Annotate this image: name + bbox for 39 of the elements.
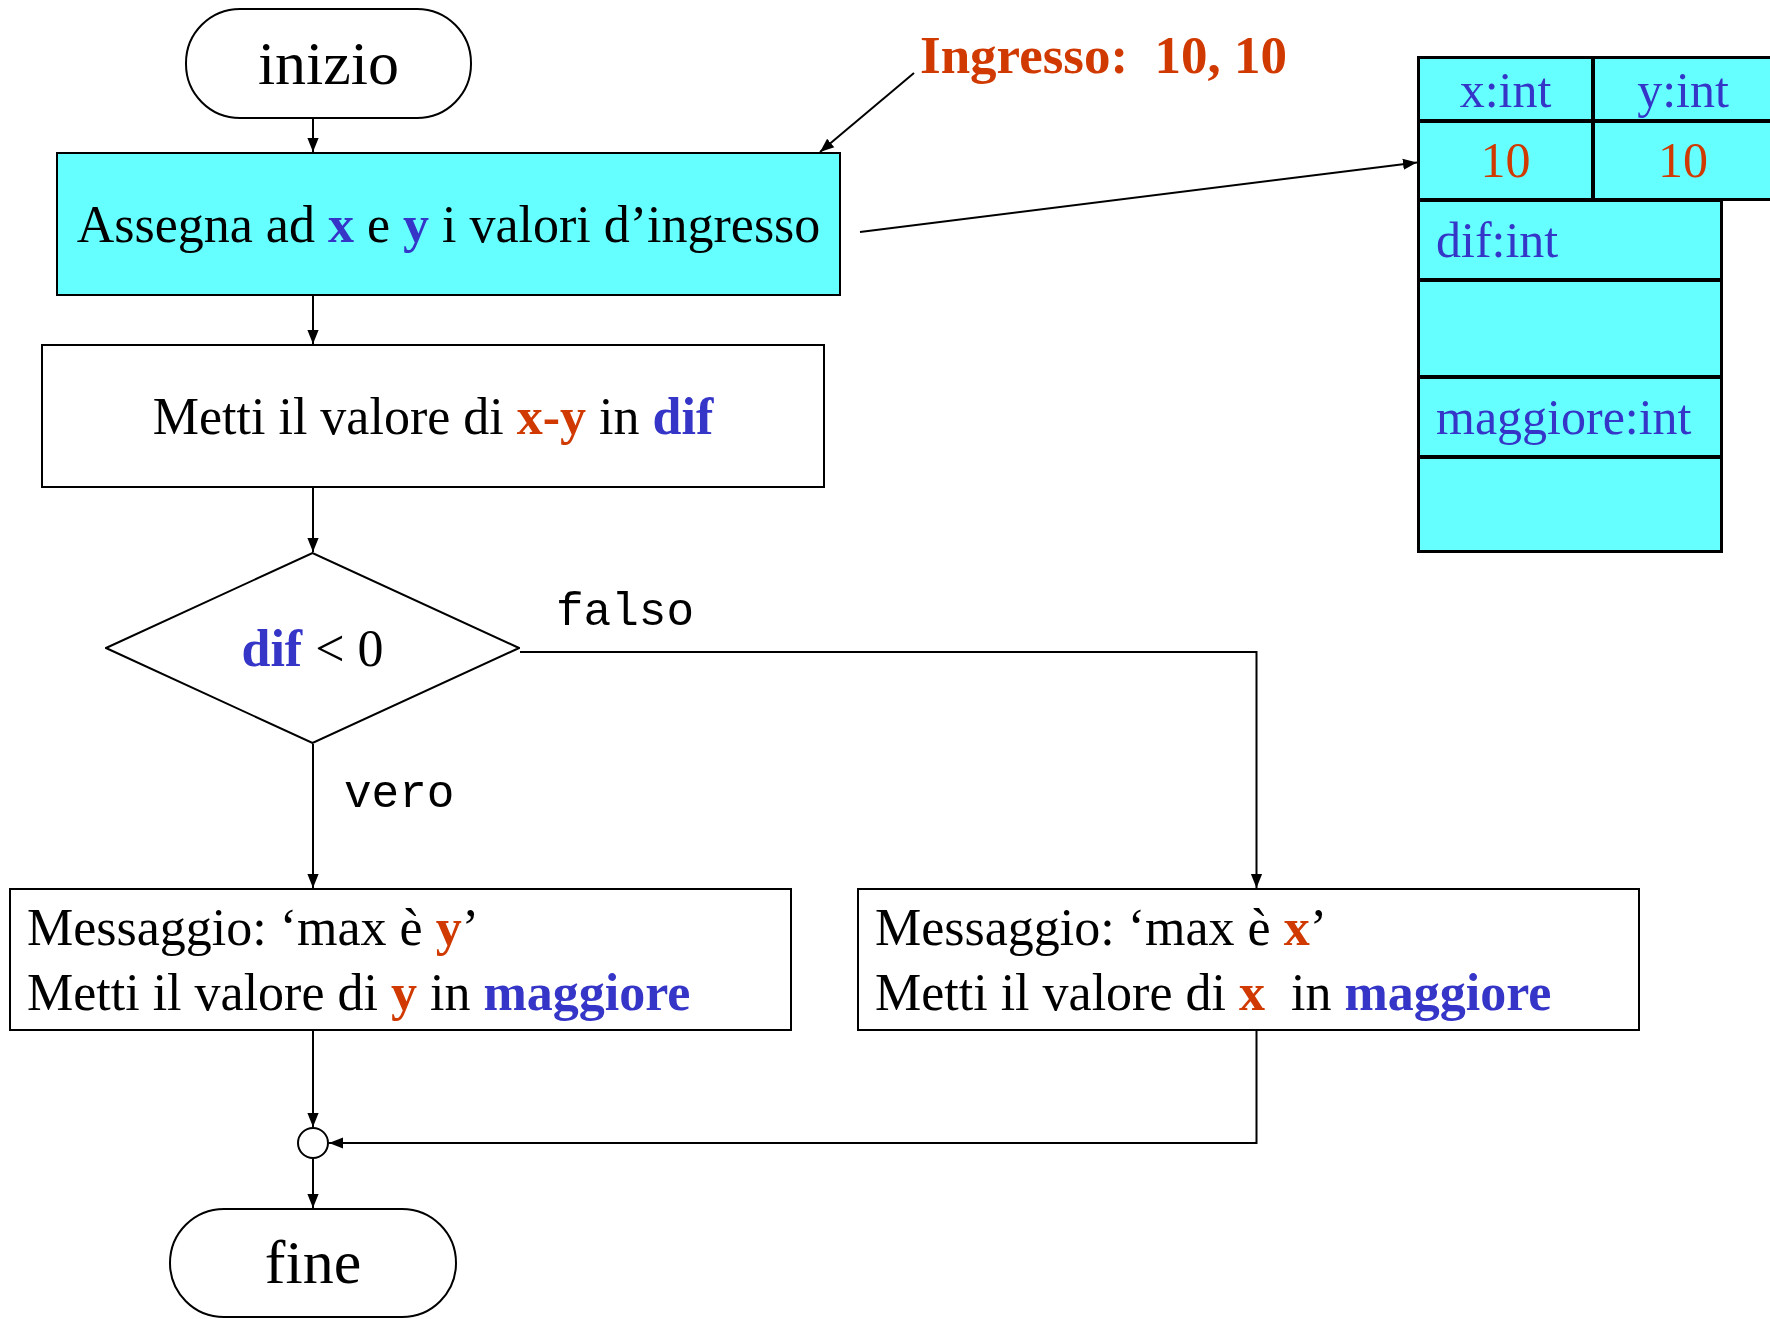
node-text: Messaggio: ‘max è x’ (875, 897, 1328, 958)
node-text: Metti il valore di y in maggiore (27, 962, 692, 1023)
cell-text: x:int (1459, 61, 1552, 120)
arrow (307, 1158, 319, 1209)
process-box (41, 344, 825, 488)
cell-text: 10 (1658, 131, 1708, 191)
table-cell (1417, 279, 1723, 378)
table-cell (1417, 456, 1723, 553)
node-text: Assegna ad x e y i valori d’ingresso (76, 194, 821, 255)
node-text: fine (264, 1227, 362, 1299)
arrow (307, 487, 319, 553)
decision-diamond (105, 552, 520, 744)
table-cell (1417, 199, 1723, 281)
table-cell (1417, 376, 1723, 458)
cell-text: maggiore:int (1436, 387, 1693, 447)
process-box (9, 888, 792, 1031)
node-text: Ingresso: 10, 10 (920, 24, 1289, 86)
arrow (307, 743, 319, 889)
table-cell (1592, 120, 1770, 201)
arrow (519, 651, 1263, 889)
node-text: inizio (257, 27, 400, 99)
arrow (859, 158, 1418, 233)
arrow (819, 72, 915, 153)
table-cell (1417, 56, 1594, 122)
table-cell (1592, 56, 1770, 122)
arrow (307, 295, 319, 345)
node-text: Metti il valore di x-y in dif (152, 386, 714, 447)
arrow (328, 1030, 1258, 1149)
node-text: Messaggio: ‘max è y’ (27, 897, 480, 958)
cell-text: y:int (1637, 61, 1729, 120)
arrow (307, 118, 319, 153)
node-text: dif < 0 (241, 618, 384, 679)
node-text: Metti il valore di x in maggiore (875, 962, 1553, 1023)
process-box (857, 888, 1640, 1031)
cell-text: dif:int (1436, 210, 1560, 270)
arrow (307, 1030, 319, 1128)
cell-text: 10 (1480, 131, 1531, 191)
process-box (56, 152, 841, 296)
table-cell (1417, 120, 1594, 201)
